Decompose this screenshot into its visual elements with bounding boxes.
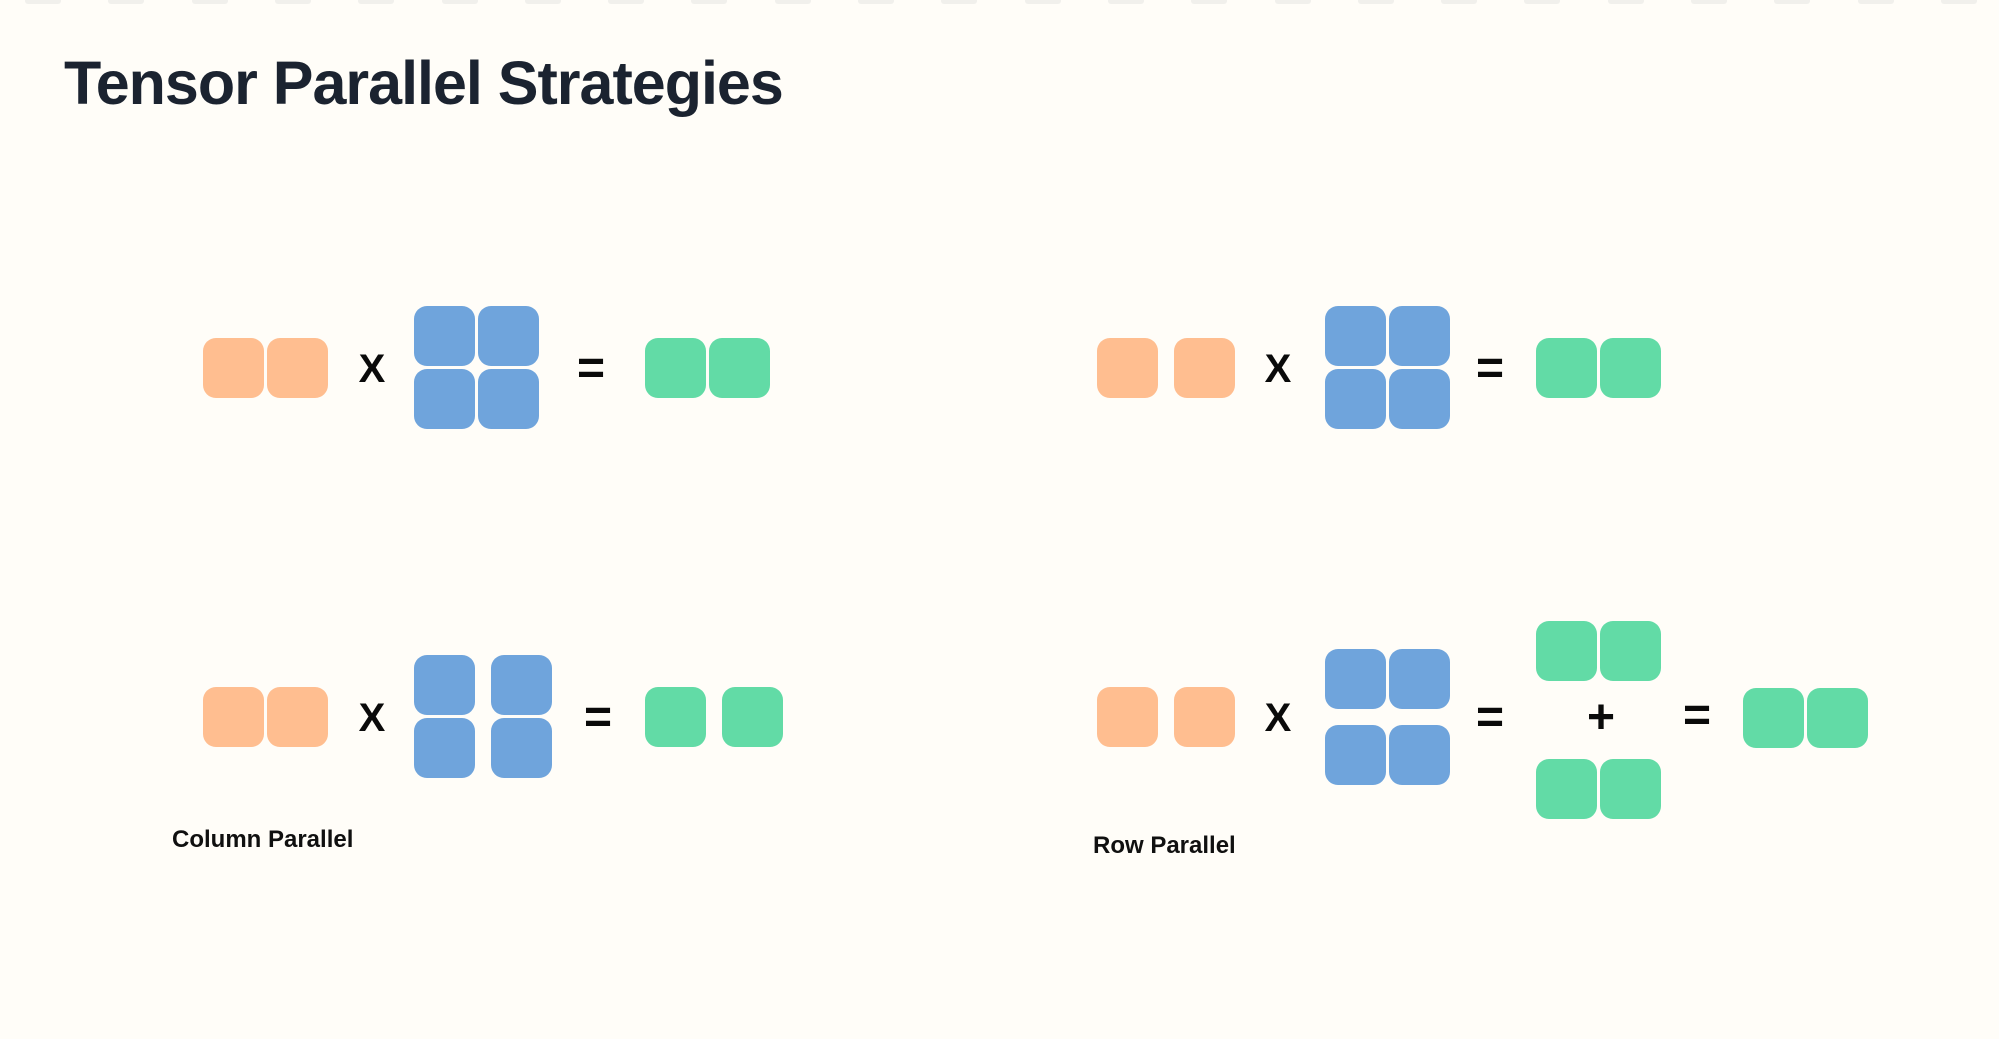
weight-cell-row1: [1325, 649, 1386, 709]
weight-cell: [414, 369, 475, 429]
equals-operator: =: [576, 342, 606, 395]
strip-tile: [25, 0, 61, 4]
strip-tile: [1524, 0, 1561, 4]
weight-cell: [1325, 369, 1386, 429]
partial-output-cell: [1536, 759, 1597, 819]
strip-tile: [691, 0, 728, 4]
strip-tile: [524, 0, 561, 4]
weight-cell-row2: [1389, 725, 1450, 785]
strip-tile: [608, 0, 645, 4]
input-cell: [1097, 687, 1158, 747]
output-cell: [1807, 688, 1868, 748]
strip-tile: [1191, 0, 1228, 4]
plus-operator: +: [1586, 691, 1616, 744]
input-cell: [1174, 338, 1235, 398]
weight-cell: [1389, 369, 1450, 429]
row-parallel-label: Row Parallel: [1093, 832, 1236, 859]
times-operator: X: [1264, 696, 1292, 740]
input-cell: [267, 338, 328, 398]
partial-output-cell: [1536, 621, 1597, 681]
output-cell: [1600, 338, 1661, 398]
strip-tile: [1940, 0, 1977, 4]
strip-tile: [1691, 0, 1727, 4]
page-title: Tensor Parallel Strategies: [64, 49, 784, 117]
weight-cell: [1389, 306, 1450, 366]
weight-cell-column1: [414, 655, 475, 715]
times-operator: X: [358, 347, 386, 391]
partial-output-cell: [1600, 759, 1661, 819]
equals-operator: =: [1475, 342, 1505, 395]
strip-tile: [1024, 0, 1061, 4]
strip-tile: [1441, 0, 1478, 4]
strip-tile: [274, 0, 311, 4]
weight-cell-column1: [414, 718, 475, 778]
strip-tile: [1607, 0, 1644, 4]
times-operator: X: [1264, 347, 1292, 391]
weight-cell-column2: [491, 655, 552, 715]
column-parallel-label: Column Parallel: [172, 826, 354, 853]
strip-tile: [1357, 0, 1394, 4]
weight-cell: [1325, 306, 1386, 366]
output-cell: [1536, 338, 1597, 398]
weight-cell: [414, 306, 475, 366]
equals-operator: =: [583, 691, 613, 744]
strip-tile: [1274, 0, 1311, 4]
equals-operator: =: [1682, 689, 1712, 742]
input-cell: [203, 687, 264, 747]
input-cell: [1097, 338, 1158, 398]
partial-output-cell: [1600, 621, 1661, 681]
output-cell: [645, 338, 706, 398]
weight-cell: [478, 369, 539, 429]
weight-cell: [478, 306, 539, 366]
strip-tile: [858, 0, 894, 4]
strip-tile: [1857, 0, 1894, 4]
weight-cell-column2: [491, 718, 552, 778]
output-cell-shard1: [645, 687, 706, 747]
strip-tile: [941, 0, 978, 4]
strip-tile: [108, 0, 145, 4]
weight-cell-row1: [1389, 649, 1450, 709]
strip-tile: [358, 0, 395, 4]
strip-tile: [441, 0, 478, 4]
output-cell: [709, 338, 770, 398]
weight-cell-row2: [1325, 725, 1386, 785]
strip-tile: [1774, 0, 1811, 4]
strip-tile: [1107, 0, 1144, 4]
input-cell: [267, 687, 328, 747]
strip-tile: [774, 0, 811, 4]
equals-operator: =: [1475, 691, 1505, 744]
strip-tile: [191, 0, 228, 4]
output-cell: [1743, 688, 1804, 748]
output-cell-shard2: [722, 687, 783, 747]
times-operator: X: [358, 696, 386, 740]
input-cell: [1174, 687, 1235, 747]
input-cell: [203, 338, 264, 398]
